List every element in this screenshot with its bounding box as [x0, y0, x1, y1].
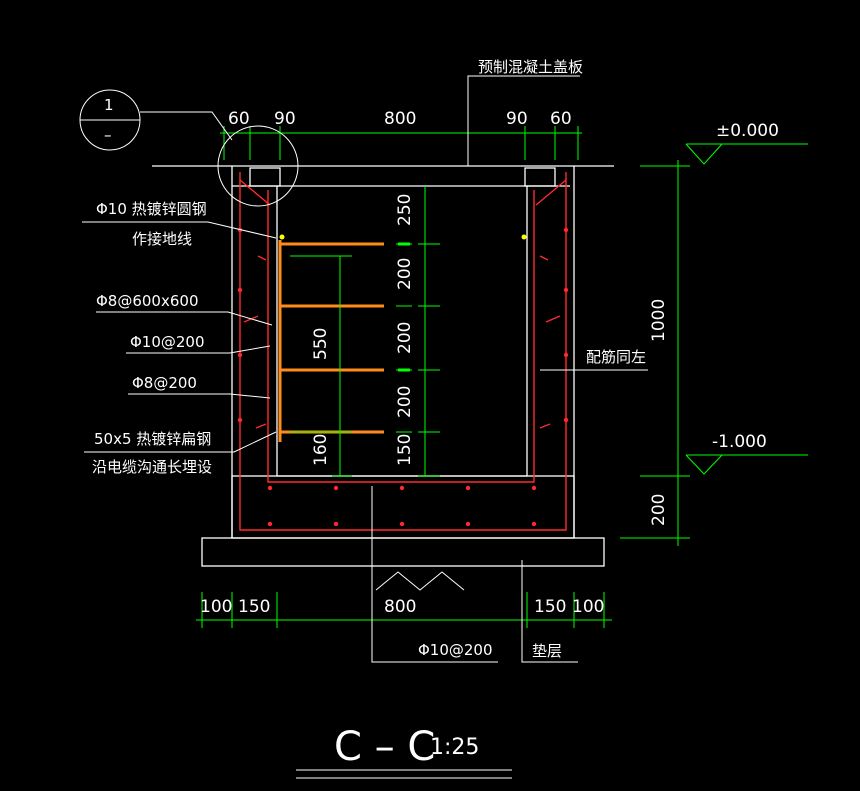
rebar-a-label: Φ10@200 [130, 333, 205, 351]
dim-inner-4: 200 [395, 386, 415, 418]
rebar-hook [239, 179, 567, 206]
rebar-dot [237, 417, 243, 423]
along-trench-label: 沿电缆沟通长埋设 [92, 458, 212, 476]
rebar-dot [267, 485, 273, 491]
foundation-slab [201, 537, 605, 567]
dim-bottom-4: 150 [534, 597, 566, 617]
rebar-dot [333, 521, 339, 527]
labels: 预制混凝土盖板 ±0.000 -1.000 Φ10 热镀锌圆钢 作接地线 Φ8@… [92, 58, 779, 770]
rebar-dot [563, 287, 569, 293]
leader-rebar-a [126, 345, 271, 354]
cover-plate-label: 预制混凝土盖板 [478, 58, 583, 76]
cable-bracket [278, 240, 384, 442]
cushion-label: 垫层 [532, 642, 562, 660]
flat-steel-label: 50x5 热镀锌扁钢 [94, 430, 211, 448]
dim-bottom-1: 100 [200, 597, 232, 617]
trench-structure [152, 165, 614, 567]
dim-top-1: 60 [228, 109, 250, 129]
dim-inner-2: 200 [395, 258, 415, 290]
mesh-label: Φ8@600x600 [96, 292, 199, 310]
rebar-dot [333, 485, 339, 491]
dimension-texts: 60 90 800 90 60 100 150 800 150 100 250 … [200, 109, 669, 617]
rebar-left-inner [267, 190, 535, 483]
dimension-lines [196, 126, 808, 628]
section-title: C – C [334, 724, 435, 770]
detail-number: 1 [104, 96, 114, 114]
dim-inner-3: 200 [395, 322, 415, 354]
leader-mesh [96, 311, 273, 326]
ground-wire-marker [279, 234, 285, 240]
rebar-b-label: Φ8@200 [132, 374, 197, 392]
dim-ticks-inner [418, 243, 440, 477]
detail-sheet: – [104, 126, 112, 144]
dim-ticks-bracket [290, 255, 352, 477]
ground-wire-label: 作接地线 [132, 230, 192, 248]
dim-floor: 200 [649, 494, 669, 526]
leader-lines [79, 75, 648, 779]
leader-bottom-rebar [371, 486, 498, 663]
dim-bottom-3: 800 [384, 597, 416, 617]
section-scale: 1:25 [430, 735, 479, 760]
dim-ticks-depth [620, 165, 690, 539]
rebar-dot [465, 485, 471, 491]
rebar-hook [255, 423, 551, 429]
floor-slab [231, 475, 575, 539]
elevation-marker-top [685, 143, 808, 165]
same-left-label: 配筋同左 [586, 348, 646, 366]
rebar-dot [563, 227, 569, 233]
cover-seat-left [249, 167, 281, 187]
rebar-dot [563, 417, 569, 423]
ground-elevation: ±0.000 [716, 121, 779, 141]
leader-cushion [521, 560, 578, 663]
leader-cover-plate [467, 75, 580, 166]
dim-inner-1: 250 [395, 194, 415, 226]
dim-ticks-top [223, 126, 579, 160]
bottom-rebar-label: Φ10@200 [418, 641, 493, 659]
rebar-dot [531, 521, 537, 527]
soil-hatch [375, 571, 465, 591]
dim-top-3: 800 [384, 109, 416, 129]
rebar-dot [399, 485, 405, 491]
ground-wire-marker [521, 234, 527, 240]
rebar-dot [563, 352, 569, 358]
rebar-dot [531, 485, 537, 491]
detail-callout-circle [217, 125, 299, 207]
bottom-elevation: -1.000 [712, 432, 767, 452]
dim-inner-5: 150 [395, 434, 415, 466]
rebar-dot [465, 521, 471, 527]
rebar-dot [237, 352, 243, 358]
leader-detail [140, 111, 233, 141]
leader-rebar-b [128, 393, 271, 399]
dim-depth: 1000 [649, 299, 669, 342]
dim-top-4: 90 [506, 109, 528, 129]
leader-round-steel [82, 221, 277, 239]
dim-ticks-bottom [201, 592, 605, 628]
dim-bottom-2: 150 [238, 597, 270, 617]
cover-seat-right [524, 167, 556, 187]
rebar-dot [267, 521, 273, 527]
round-steel-label: Φ10 热镀锌圆钢 [96, 200, 207, 218]
dim-bracket-span: 550 [311, 328, 331, 360]
dim-top-2: 90 [274, 109, 296, 129]
dim-bottom-5: 100 [572, 597, 604, 617]
rebar-dot [237, 287, 243, 293]
dim-bracket-bottom: 160 [311, 434, 331, 466]
dim-top-5: 60 [550, 109, 572, 129]
leader-flat-steel [84, 431, 277, 453]
rebar-dot [399, 521, 405, 527]
elevation-marker-bottom [685, 454, 808, 475]
